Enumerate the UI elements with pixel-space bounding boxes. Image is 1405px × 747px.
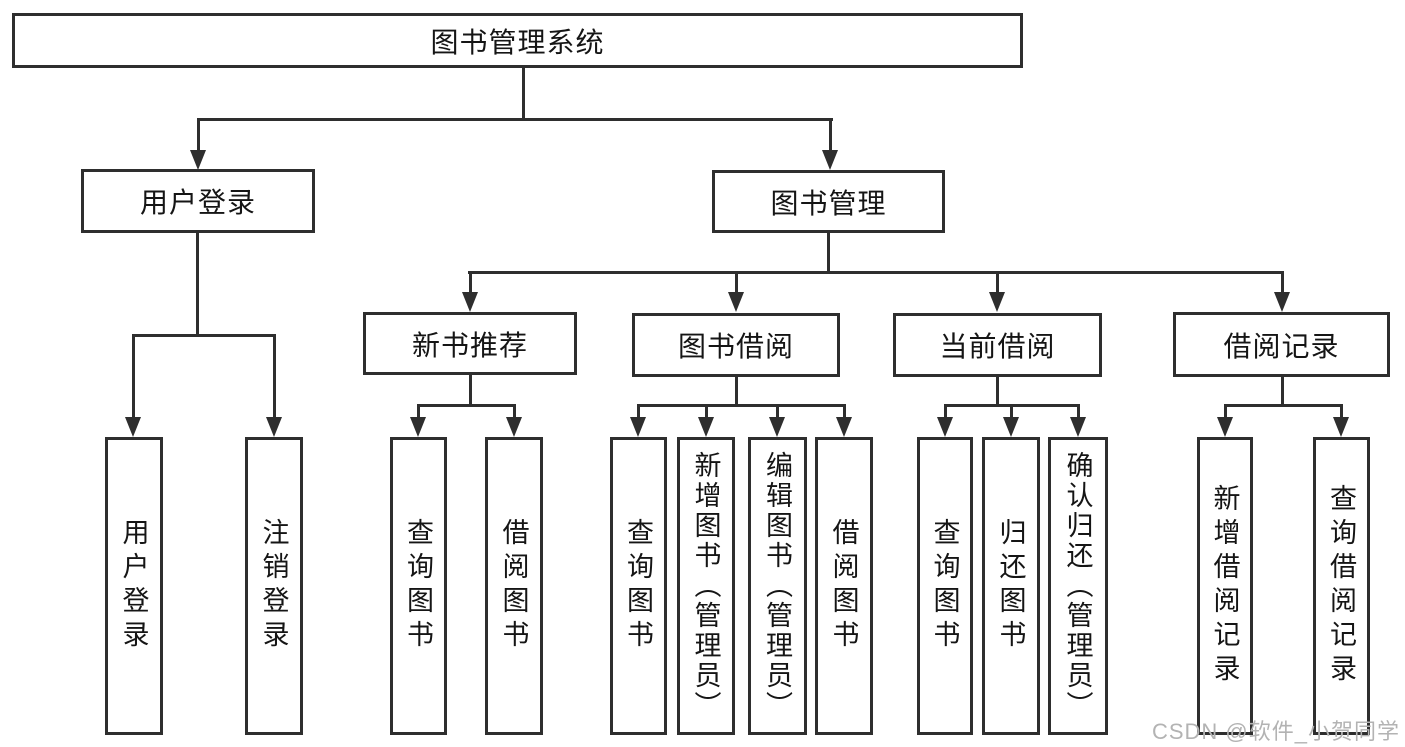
arrowhead-down-icon: [728, 292, 744, 312]
connector-vline: [469, 375, 472, 406]
leaf-borrow-query-books: 查询图书: [610, 437, 667, 735]
connector-vline: [944, 404, 947, 419]
node-user-login: 用户登录: [81, 169, 315, 233]
connector-vline: [705, 404, 708, 419]
node-label: 新书推荐: [411, 329, 528, 361]
leaf-current-confirm-return-admin: 确认归还（管理员）: [1048, 437, 1108, 735]
connector-vline: [522, 68, 525, 120]
node-current-borrowing: 当前借阅: [893, 313, 1102, 377]
connector-hline: [417, 404, 516, 407]
connector-vline: [735, 271, 738, 294]
connector-vline: [735, 377, 738, 406]
arrowhead-down-icon: [1003, 417, 1019, 437]
leaf-label: 新增图书（管理员）: [690, 451, 721, 721]
leaf-label: 借阅图书: [498, 518, 529, 654]
arrowhead-down-icon: [769, 417, 785, 437]
leaf-label: 注销登录: [258, 518, 289, 654]
arrowhead-down-icon: [410, 417, 426, 437]
connector-hline: [132, 334, 276, 337]
node-label: 图书借阅: [677, 331, 794, 362]
connector-vline: [513, 404, 516, 419]
arrowhead-down-icon: [1274, 292, 1290, 312]
leaf-label: 查询图书: [623, 518, 653, 654]
arrowhead-down-icon: [266, 417, 282, 437]
node-label: 用户登录: [139, 187, 256, 218]
leaf-user-login: 用户登录: [105, 437, 163, 735]
node-label: 当前借阅: [939, 331, 1056, 362]
arrowhead-down-icon: [698, 417, 714, 437]
node-label: 图书管理系统: [430, 26, 605, 58]
arrowhead-down-icon: [836, 417, 852, 437]
connector-vline: [197, 118, 200, 152]
connector-vline: [637, 404, 640, 419]
arrowhead-down-icon: [1070, 417, 1086, 437]
connector-vline: [1077, 404, 1080, 419]
connector-vline: [1340, 404, 1343, 419]
connector-vline: [273, 334, 276, 419]
connector-vline: [1281, 377, 1284, 406]
node-label: 借阅记录: [1223, 330, 1340, 362]
leaf-newbook-query-books: 查询图书: [390, 437, 447, 735]
node-borrowing-records: 借阅记录: [1173, 312, 1390, 377]
leaf-label: 查询图书: [403, 518, 433, 654]
connector-vline: [1281, 271, 1284, 294]
leaf-label: 编辑图书（管理员）: [762, 451, 792, 721]
leaf-records-query-borrow-record: 查询借阅记录: [1313, 437, 1370, 735]
node-book-management: 图书管理: [712, 170, 945, 233]
connector-hline: [1224, 404, 1343, 407]
connector-vline: [1224, 404, 1227, 419]
leaf-current-query-books: 查询图书: [917, 437, 973, 735]
leaf-label: 确认归还（管理员）: [1062, 451, 1093, 721]
node-library-management-system: 图书管理系统: [12, 13, 1023, 68]
watermark: CSDN @软件_小贺同学: [1151, 719, 1400, 744]
connector-vline: [196, 233, 199, 336]
connector-vline: [843, 404, 846, 419]
connector-hline: [637, 404, 846, 407]
arrowhead-down-icon: [630, 417, 646, 437]
connector-vline: [1010, 404, 1013, 419]
leaf-label: 查询图书: [929, 518, 960, 654]
arrowhead-down-icon: [462, 292, 478, 312]
connector-vline: [996, 271, 999, 294]
leaf-newbook-borrow-books: 借阅图书: [485, 437, 543, 735]
leaf-borrow-add-books-admin: 新增图书（管理员）: [677, 437, 735, 735]
leaf-label: 归还图书: [995, 518, 1026, 654]
connector-vline: [469, 271, 472, 294]
connector-hline: [468, 271, 1284, 274]
node-label: 图书管理: [770, 187, 887, 219]
leaf-logout-login: 注销登录: [245, 437, 303, 735]
arrowhead-down-icon: [190, 150, 206, 170]
arrowhead-down-icon: [125, 417, 141, 437]
arrowhead-down-icon: [506, 417, 522, 437]
leaf-records-add-borrow-record: 新增借阅记录: [1197, 437, 1253, 735]
leaf-label: 借阅图书: [828, 518, 859, 654]
node-book-borrowing: 图书借阅: [632, 313, 840, 377]
node-new-book-recommendation: 新书推荐: [363, 312, 577, 375]
leaf-current-return-books: 归还图书: [982, 437, 1040, 735]
connector-vline: [776, 404, 779, 419]
arrowhead-down-icon: [937, 417, 953, 437]
leaf-label: 查询借阅记录: [1326, 484, 1356, 688]
connector-vline: [827, 233, 830, 274]
arrowhead-down-icon: [1333, 417, 1349, 437]
connector-hline: [197, 118, 833, 121]
leaf-label: 新增借阅记录: [1209, 484, 1240, 688]
connector-vline: [996, 377, 999, 406]
connector-vline: [829, 118, 832, 152]
leaf-borrow-borrow-books: 借阅图书: [815, 437, 873, 735]
leaf-borrow-edit-books-admin: 编辑图书（管理员）: [748, 437, 807, 735]
leaf-label: 用户登录: [118, 518, 149, 654]
connector-vline: [417, 404, 420, 419]
connector-vline: [132, 334, 135, 419]
arrowhead-down-icon: [989, 292, 1005, 312]
arrowhead-down-icon: [822, 150, 838, 170]
arrowhead-down-icon: [1217, 417, 1233, 437]
